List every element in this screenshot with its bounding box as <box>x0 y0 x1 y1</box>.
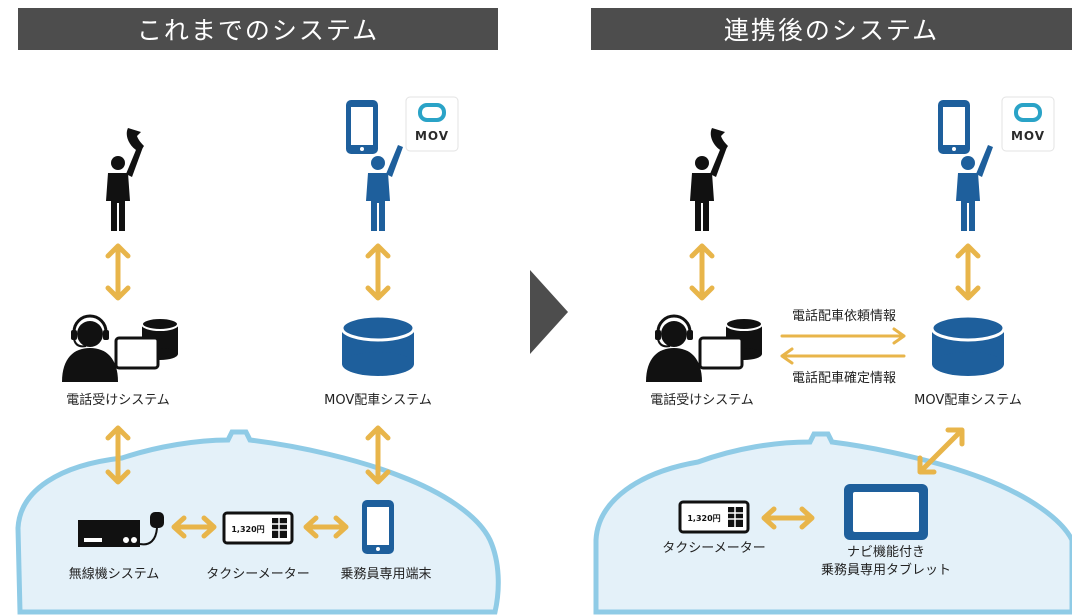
tablet-icon <box>844 484 928 540</box>
radio-icon <box>78 520 140 547</box>
database-icon <box>930 314 1006 378</box>
confirm-info-label: 電話配車確定情報 <box>792 370 896 386</box>
mov-system-label: MOV配車システム <box>324 393 432 408</box>
monitor-icon <box>114 316 180 370</box>
tablet-label-line2: 乗務員専用タブレット <box>821 562 951 578</box>
arrow-left <box>780 347 906 365</box>
arrow-vertical <box>105 243 391 485</box>
microphone-icon <box>139 512 164 546</box>
tablet-label-line1: ナビ機能付き <box>847 545 925 560</box>
car-outline-right <box>593 431 1072 615</box>
phone-center-label: 電話受けシステム <box>650 392 754 408</box>
driver-terminal-label: 乗務員専用端末 <box>340 567 431 582</box>
person-icon <box>366 145 403 231</box>
arrow-diagonal <box>917 427 965 475</box>
header-before: これまでのシステム <box>18 8 498 50</box>
database-icon <box>340 314 416 378</box>
arrow-horizontal <box>761 506 815 530</box>
person-icon <box>690 145 727 231</box>
monitor-icon <box>698 316 764 370</box>
arrow-vertical <box>689 243 981 301</box>
svg-text:1,320円: 1,320円 <box>687 514 720 523</box>
taxi-meter-label: タクシーメーター <box>206 567 309 582</box>
smartphone-icon <box>346 100 378 154</box>
smartphone-icon <box>938 100 970 154</box>
person-icon <box>956 145 993 231</box>
mov-logo: MOV <box>404 95 460 153</box>
mov-system-label: MOV配車システム <box>914 393 1022 408</box>
header-after: 連携後のシステム <box>591 8 1072 50</box>
phone-icon <box>126 128 144 152</box>
person-icon <box>106 145 143 231</box>
smartphone-icon <box>362 500 394 554</box>
taxi-meter-label: タクシーメーター <box>662 541 765 556</box>
operator-icon <box>644 314 704 384</box>
request-info-label: 電話配車依頼情報 <box>792 308 896 324</box>
taxi-meter-icon: 1,320円 <box>222 511 294 545</box>
arrow-horizontal <box>171 515 349 539</box>
svg-text:MOV: MOV <box>415 129 449 143</box>
svg-text:MOV: MOV <box>1011 129 1045 143</box>
svg-text:1,320円: 1,320円 <box>231 525 264 534</box>
phone-center-label: 電話受けシステム <box>66 392 170 408</box>
radio-system-label: 無線機システム <box>69 566 160 582</box>
phone-icon <box>710 128 728 152</box>
operator-icon <box>60 314 120 384</box>
play-arrow-icon <box>530 270 568 354</box>
arrow-right <box>780 327 906 345</box>
taxi-meter-icon: 1,320円 <box>678 500 750 534</box>
mov-logo: MOV <box>1000 95 1056 153</box>
